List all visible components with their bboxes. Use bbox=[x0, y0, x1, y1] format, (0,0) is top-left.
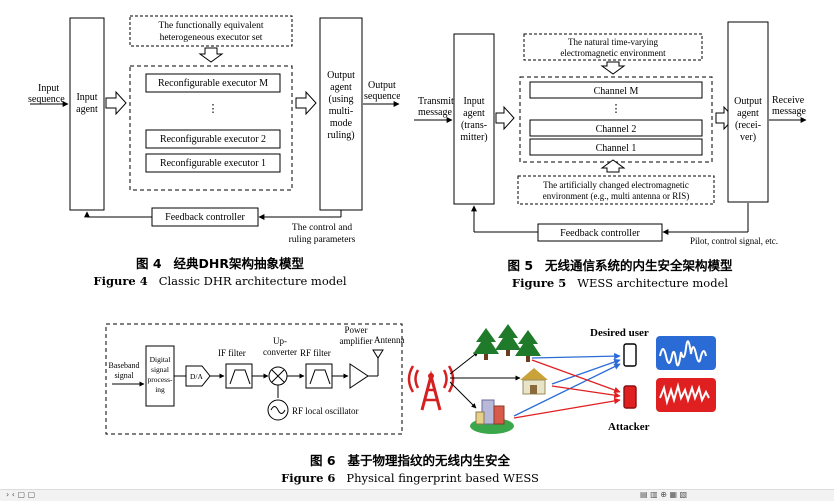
nav-icons[interactable]: › ‹ ▢ ▢ bbox=[6, 490, 36, 499]
svg-text:Pilot, control signal, etc.: Pilot, control signal, etc. bbox=[690, 236, 778, 246]
svg-text:Up-converter: Up-converter bbox=[263, 336, 297, 357]
figure-6-caption: 图 6 基于物理指纹的无线内生安全 Figure 6 Physical fing… bbox=[281, 453, 539, 485]
power-amplifier-symbol bbox=[349, 363, 369, 389]
input-agent-box bbox=[69, 17, 105, 211]
executor-set-container bbox=[129, 65, 293, 191]
desired-user-label: Desired user bbox=[590, 327, 649, 339]
dsp-box bbox=[145, 345, 175, 407]
executor-1: Reconfigurable executor 1 bbox=[160, 158, 266, 169]
view-icons[interactable]: ▤ ▥ ⊕ ▦ ▧ bbox=[640, 490, 688, 499]
attacker-phone-icon bbox=[623, 385, 637, 409]
executor-2: Reconfigurable executor 2 bbox=[160, 134, 266, 145]
channel-1: Channel 1 bbox=[596, 143, 637, 154]
receiver-box bbox=[727, 21, 769, 203]
svg-text:RF filter: RF filter bbox=[300, 348, 331, 358]
svg-text:The artificially changed elect: The artificially changed electromagnetic… bbox=[543, 180, 689, 201]
rf-filter-box bbox=[305, 363, 333, 389]
output-agent-box bbox=[319, 17, 363, 211]
transmitter-frame bbox=[105, 323, 403, 435]
channel-m: Channel M bbox=[594, 86, 639, 97]
if-filter-box bbox=[225, 363, 253, 389]
svg-text:⋮: ⋮ bbox=[611, 103, 622, 115]
svg-text:RF local oscillator: RF local oscillator bbox=[292, 406, 359, 416]
svg-text:⋮: ⋮ bbox=[208, 103, 219, 115]
figure-5-caption: 图 5 无线通信系统的内生安全架构模型 Figure 5 WESS archit… bbox=[507, 258, 733, 290]
figure-4-caption: 图 4 经典DHR架构抽象模型 Figure 4 Classic DHR arc… bbox=[93, 256, 347, 288]
transmitter-box bbox=[453, 33, 495, 205]
tower-icon bbox=[407, 365, 455, 411]
svg-text:Feedback controller: Feedback controller bbox=[165, 212, 245, 223]
house-icon bbox=[520, 368, 548, 395]
trees-icon bbox=[473, 324, 541, 362]
svg-text:IF filter: IF filter bbox=[218, 348, 246, 358]
svg-text:D/A: D/A bbox=[190, 372, 204, 381]
buildings-icon bbox=[470, 399, 514, 434]
desired-user-phone-icon bbox=[623, 343, 637, 367]
executor-m: Reconfigurable executor M bbox=[158, 78, 268, 89]
hollow-arrow bbox=[105, 90, 127, 116]
viewer-status-bar: › ‹ ▢ ▢ ▤ ▥ ⊕ ▦ ▧ bbox=[0, 489, 834, 501]
svg-text:Antenna: Antenna bbox=[374, 335, 405, 345]
svg-text:Feedback controller: Feedback controller bbox=[560, 228, 640, 239]
channel-2: Channel 2 bbox=[596, 124, 637, 135]
attacker-label: Attacker bbox=[608, 421, 650, 433]
